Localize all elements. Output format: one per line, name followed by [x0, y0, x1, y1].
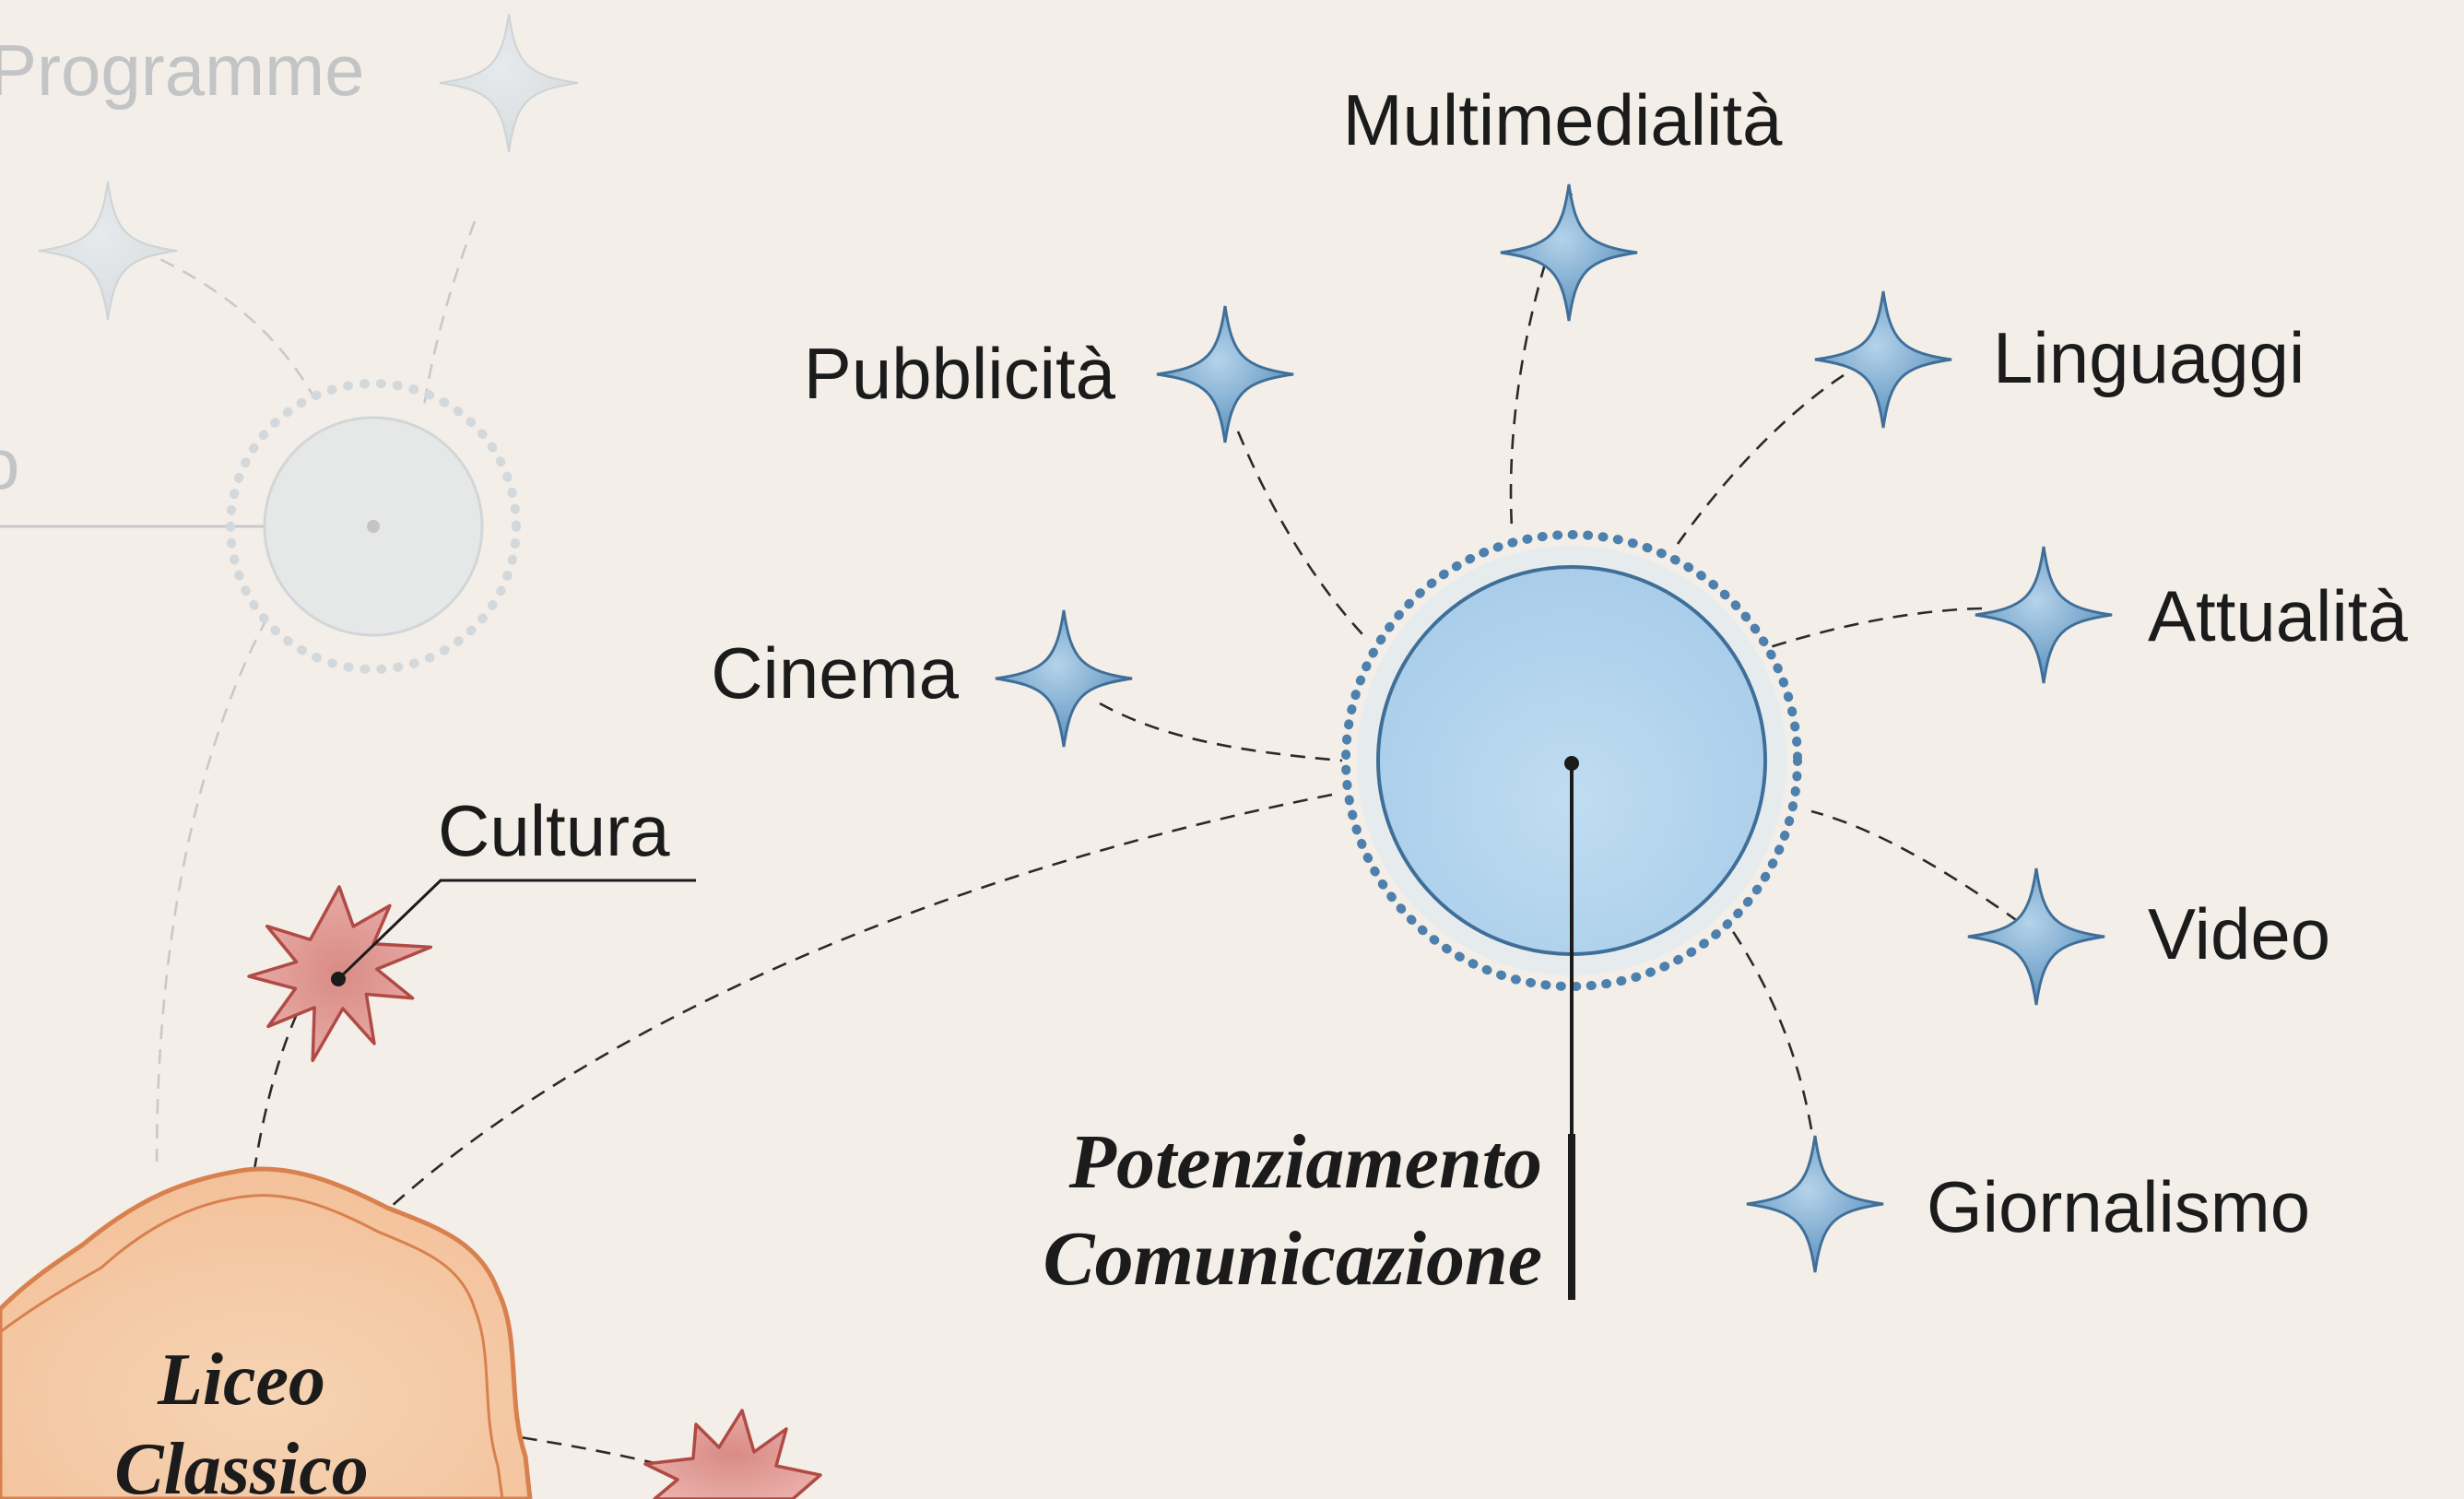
connector-giornalismo [1727, 924, 1813, 1130]
cultura-label: Cultura [438, 790, 670, 871]
communication-hub[interactable]: Potenziamento Comunicazione [1043, 530, 1802, 1302]
multimedialita-star-icon [1499, 183, 1639, 323]
liceo-classico-seal[interactable]: Liceo Classico [0, 1166, 533, 1499]
spoke-multimedialita[interactable]: Multimedialità [1343, 79, 1783, 323]
connector-attualita [1769, 607, 1983, 649]
cultura-node[interactable]: Cultura [247, 790, 696, 1063]
seal-outer-icon [0, 1166, 533, 1499]
attualita-label: Attualità [2148, 575, 2408, 656]
faded-star-icon [439, 13, 579, 153]
faded-connector [155, 617, 269, 1163]
pubblicita-label: Pubblicità [804, 333, 1116, 414]
faded-connector [422, 220, 477, 407]
linguaggi-label: Linguaggi [1993, 317, 2305, 398]
connector-linguaggi [1676, 373, 1845, 545]
attualita-star-icon [1974, 545, 2114, 685]
giornalismo-star-icon [1745, 1134, 1885, 1274]
cinema-star-icon [994, 608, 1134, 749]
pubblicita-star-icon [1155, 304, 1295, 444]
cultura-leader-line [336, 879, 696, 981]
lower-burst-node[interactable] [643, 1409, 822, 1499]
connector-pubblicita [1236, 431, 1363, 635]
hub-title-line2: Comunicazione [1043, 1216, 1542, 1302]
spoke-cinema[interactable]: Cinema [711, 608, 1134, 749]
spoke-linguaggi[interactable]: Linguaggi [1813, 289, 2305, 430]
connector-cultura [252, 1013, 299, 1176]
video-star-icon [1966, 867, 2106, 1007]
giornalismo-label: Giornalismo [1927, 1166, 2310, 1247]
faded-left-cluster: Programme o [0, 13, 579, 1163]
seal-inner-ring [0, 1194, 504, 1499]
connector-video [1810, 809, 2020, 924]
connector-cinema [1099, 702, 1343, 762]
faded-programme-label: Programme [0, 30, 364, 111]
multimedialita-label: Multimedialità [1343, 79, 1783, 160]
video-label: Video [2148, 893, 2330, 974]
faded-fragment-label: o [0, 423, 19, 504]
faded-star-icon [38, 181, 178, 321]
connector-liceo [379, 793, 1333, 1218]
seal-title-line2: Classico [114, 1429, 369, 1499]
spoke-pubblicita[interactable]: Pubblicità [804, 304, 1295, 444]
faded-hub-dots [226, 379, 521, 674]
linguaggi-star-icon [1813, 289, 1953, 430]
hub-title-line1: Potenziamento [1068, 1119, 1542, 1205]
faded-hub-dot [367, 520, 380, 533]
spoke-video[interactable]: Video [1966, 867, 2330, 1007]
lower-burst-icon [643, 1409, 822, 1499]
faded-connector [137, 247, 315, 397]
spoke-attualita[interactable]: Attualità [1974, 545, 2409, 685]
cinema-label: Cinema [711, 632, 959, 714]
seal-title-line1: Liceo [157, 1340, 325, 1421]
spoke-giornalismo[interactable]: Giornalismo [1745, 1134, 2310, 1274]
